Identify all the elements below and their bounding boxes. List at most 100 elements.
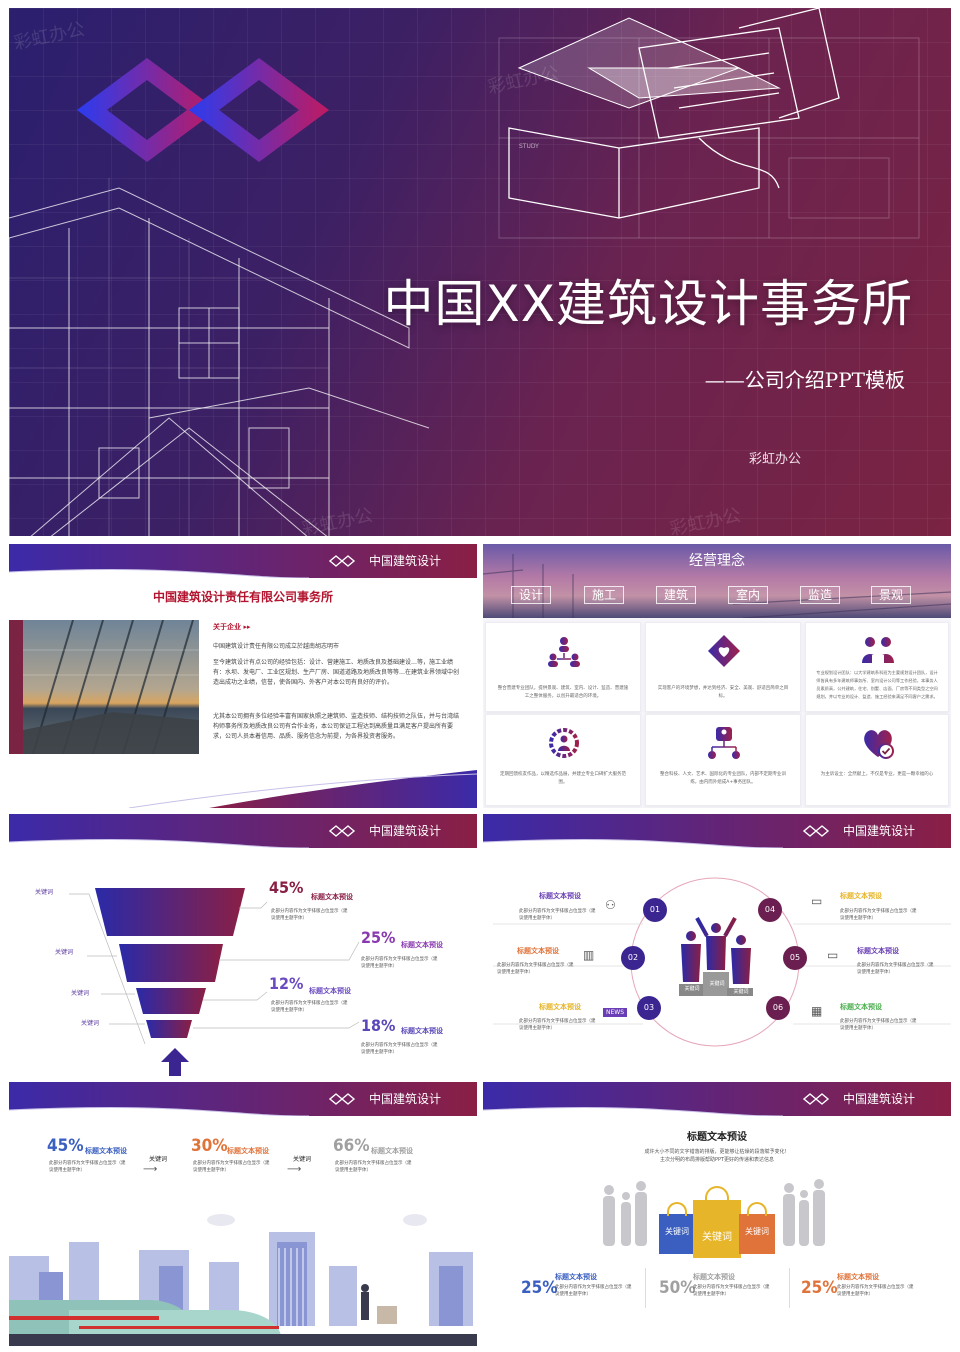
concept-tag: 室内	[728, 586, 768, 604]
house-heart-icon	[708, 635, 740, 667]
funnel-item-desc: 此部分内容作为文字排版占位显示（建议使用主题字体）	[361, 957, 438, 969]
funnel-pct: 25%	[361, 928, 396, 947]
node-badge: 03	[637, 996, 661, 1020]
circle-item-title: 标题文本预设	[517, 947, 559, 955]
circle-item-title: 标题文本预设	[840, 892, 882, 900]
people-icon: ⚇	[605, 898, 616, 912]
concept-card: 整合营建专业团队，提供景观、建筑、室内、设计、监造、营建施工之整体服务，以创升最…	[485, 622, 641, 712]
progress-title: 标题文本预设	[85, 1147, 127, 1155]
shopping-bag: 关键词	[739, 1202, 775, 1254]
shopping-stat-desc: 此部分内容作为文字排版占位显示（建议使用主题字体）	[837, 1285, 914, 1297]
shopping-bag: 关键词	[693, 1186, 741, 1258]
slide-progress: 中国建筑设计 45% 标题文本预设 此部分内容作为文字排版占位显示（建议使用主题…	[9, 1082, 477, 1346]
gear-person-icon	[549, 728, 579, 758]
concept-banner: 经营理念 设计 施工 建筑 室内 监造 景观	[483, 544, 951, 618]
about-paragraph: 尤其本公司拥有多位经验丰富有国家执照之建筑师、监造技师、结构技师之队伍，并与台湾…	[213, 713, 460, 740]
divider	[789, 1268, 790, 1308]
slide-header-band	[483, 1082, 951, 1116]
bottom-wave	[128, 770, 477, 808]
bag-label: 关键词	[702, 1232, 732, 1243]
heart-check-icon	[864, 730, 894, 759]
podium-label: 关键词	[709, 981, 725, 987]
funnel-item-title: 标题文本预设	[311, 893, 353, 901]
concept-card: 实现客户的环境梦想，并达到经济、安全、美观、舒适且简单之目标。	[645, 622, 801, 712]
slide-about: 中国建筑设计 中国建筑设计责任有限公司事务所 关于企业 ▸▸ 中国建筑设计责任有…	[9, 544, 477, 808]
shopping-stat-title: 标题文本预设	[693, 1273, 735, 1281]
double-chevron-icon: ▸▸	[243, 622, 251, 631]
about-heading: 中国建筑设计责任有限公司事务所	[152, 590, 333, 604]
header-title: 中国建筑设计	[368, 554, 441, 568]
concept-tag: 施工	[584, 586, 624, 604]
node-badge: 02	[621, 946, 645, 970]
funnel-keyword: 关键词	[71, 990, 90, 997]
chart-board-icon: ▭	[827, 948, 839, 962]
crowd-silhouette	[603, 1179, 825, 1246]
header-logo-icon	[803, 1093, 830, 1105]
shopping-stat-desc: 此部分内容作为文字排版占位显示（建议使用主题字体）	[693, 1285, 770, 1297]
funnel-keyword: 关键词	[55, 949, 74, 956]
header-logo-icon	[329, 825, 356, 837]
concept-card-text: 整合营建专业团队，提供景观、建筑、室内、设计、监造、营建施工之整体服务，以创升最…	[497, 686, 629, 699]
progress-pct: 66%	[333, 1136, 370, 1156]
header-logo-icon	[329, 555, 356, 567]
slide-funnel: 中国建筑设计 关键词 关键词 关键词 关键词 45% 标题文本预设 此部分内容作…	[9, 814, 477, 1078]
podium-label: 关键词	[733, 989, 749, 995]
slide-header-band	[9, 544, 477, 578]
arrow-right-icon: ⟶	[287, 1164, 302, 1175]
concept-card: 定期回馈校友作品，以精选作品展，并建立专业口碑扩大服务范围。	[485, 714, 641, 806]
slide-header-band	[483, 814, 951, 848]
funnel-item-title: 标题文本预设	[401, 1027, 443, 1035]
shopping-line: 主次分明的布局排版帮助PPT更好的传递和表达信息	[659, 1157, 775, 1163]
bag-label: 关键词	[745, 1227, 769, 1236]
circle-item-title: 标题文本预设	[539, 1003, 581, 1011]
concept-tag: 设计	[511, 586, 551, 604]
circle-item-title: 标题文本预设	[840, 1003, 882, 1011]
cover-title: 中国XX建筑设计事务所	[383, 275, 913, 333]
progress-desc: 此部分内容作为文字排版占位显示（建议使用主题字体）	[193, 1161, 270, 1173]
shopping-line: 成许大小不同的文字错落的排版，更能够让枯燥的段落賦予变化！	[644, 1149, 790, 1155]
concept-card-text: 为主诉设立：全然献上，不仅是专业，更是一颗幸福的心	[820, 772, 934, 777]
concept-card-text: 整合科技、人文、艺术、国际化的专业团队，内部不定期专业训练，由内而外组成A+事务…	[660, 772, 786, 785]
progress-title: 标题文本预设	[227, 1147, 269, 1155]
concept-tag: 景观	[871, 586, 911, 604]
funnel-diagram	[69, 888, 360, 1076]
header-logo-icon	[803, 825, 830, 837]
concept-card-text: 专业规划设计团队：以大学建筑系科班为主要规划设计团队，设计师皆具有多年建筑师事务…	[816, 670, 938, 699]
concept-card-text: 实现客户的环境梦想，并达到经济、安全、美观、舒适且简单之目标。	[657, 686, 789, 699]
node-badge: 05	[783, 946, 807, 970]
shopping-stat-title: 标题文本预设	[837, 1273, 879, 1281]
circle-item-desc: 此部分内容作为文字排版占位显示（建议使用主题字体）	[519, 909, 596, 921]
shopping-stat-desc: 此部分内容作为文字排版占位显示（建议使用主题字体）	[555, 1285, 632, 1297]
circle-item-desc: 此部分内容作为文字排版占位显示（建议使用主题字体）	[857, 963, 934, 975]
shopping-pct: 25%	[521, 1278, 558, 1298]
architecture-photo	[23, 620, 199, 754]
building-icon: ▥	[583, 948, 595, 962]
collaboration-icon	[862, 637, 894, 663]
header-title: 中国建筑设计	[368, 1092, 441, 1106]
progress-arrow-label: 关键词	[149, 1156, 168, 1163]
shopping-bag: 关键词	[659, 1202, 695, 1254]
concept-tag: 建筑	[656, 586, 696, 604]
funnel-item-title: 标题文本预设	[401, 941, 443, 949]
podium-label: 关键词	[684, 986, 700, 992]
funnel-pct: 45%	[269, 878, 304, 897]
circle-item-desc: 此部分内容作为文字排版占位显示（建议使用主题字体）	[519, 1019, 596, 1031]
concept-card-text: 定期回馈校友作品，以精选作品展，并建立专业口碑扩大服务范围。	[500, 772, 626, 785]
circle-item-desc: 此部分内容作为文字排版占位显示（建议使用主题字体）	[497, 963, 574, 975]
cover-subtitle: ——公司介绍PPT模板	[704, 368, 905, 392]
news-icon: NEWS	[603, 1008, 628, 1017]
calendar-icon: ▦	[811, 1004, 823, 1018]
concept-tag: 监造	[800, 586, 840, 604]
about-paragraph: 中国建筑设计责任有限公司成立於越南胡志明市	[213, 643, 340, 650]
bag-handle-icon	[667, 1202, 687, 1216]
cover-brand: 彩虹办公	[748, 452, 801, 467]
monitor-icon: ▭	[811, 894, 823, 908]
building-wireframe-illustration	[9, 178, 430, 536]
about-paragraph: 至今建筑设计有点公司的经验包括：设计、营建施工、地质改良及基础建设…等，施工业绩…	[213, 659, 460, 686]
slide-circle: 中国建筑设计 01 02 03 04 05 06 关键词 关键词 关键词 标题文…	[483, 814, 951, 1078]
shopping-pct: 25%	[801, 1278, 838, 1298]
house-wireframe-illustration: STUDY	[498, 8, 920, 239]
circle-item-desc: 此部分内容作为文字排版占位显示（建议使用主题字体）	[840, 1019, 917, 1031]
node-badge: 01	[643, 898, 667, 922]
header-title: 中国建筑设计	[842, 1092, 915, 1106]
